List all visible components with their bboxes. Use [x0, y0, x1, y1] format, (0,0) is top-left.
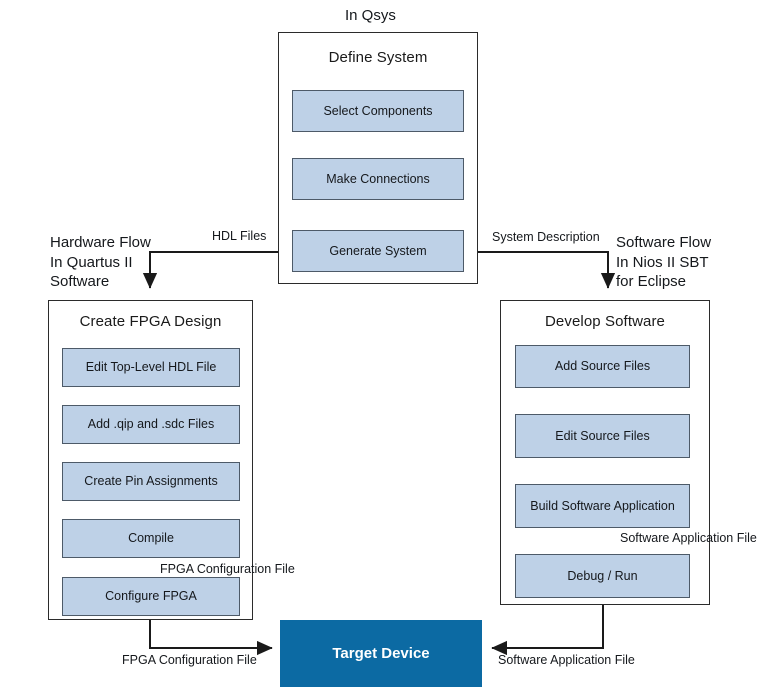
arrow-hdl-files [142, 251, 278, 289]
software-app-file-bottom-label: Software Application File [498, 653, 635, 667]
arrow-system-description [478, 251, 616, 289]
hardware-flow-label: Hardware Flow In Quartus II Software [50, 234, 151, 290]
step-edit-source-files[interactable]: Edit Source Files [515, 414, 690, 458]
step-make-connections[interactable]: Make Connections [292, 158, 464, 200]
software-flow-label: Software Flow In Nios II SBT for Eclipse [616, 234, 712, 290]
group-develop-software-title: Develop Software [545, 313, 665, 330]
step-compile[interactable]: Compile [62, 519, 240, 558]
group-define-system-title: Define System [328, 49, 428, 66]
step-debug-run[interactable]: Debug / Run [515, 554, 690, 598]
step-configure-fpga[interactable]: Configure FPGA [62, 577, 240, 616]
step-add-qip-and-sdc-files[interactable]: Add .qip and .sdc Files [62, 405, 240, 444]
arrow-debug-to-target [491, 600, 604, 656]
target-device-box[interactable]: Target Device [280, 620, 482, 687]
fpga-config-file-bottom-label: FPGA Configuration File [122, 653, 257, 667]
system-description-label: System Description [492, 230, 600, 244]
fpga-config-file-mid-label: FPGA Configuration File [160, 562, 295, 576]
step-add-source-files[interactable]: Add Source Files [515, 345, 690, 388]
step-create-pin-assignments[interactable]: Create Pin Assignments [62, 462, 240, 501]
group-create-fpga-design-title: Create FPGA Design [79, 313, 222, 330]
step-build-software-application[interactable]: Build Software Application [515, 484, 690, 528]
step-generate-system[interactable]: Generate System [292, 230, 464, 272]
in-qsys-label: In Qsys [345, 7, 396, 24]
software-app-file-mid-label: Software Application File [620, 531, 757, 545]
hdl-files-label: HDL Files [212, 229, 267, 243]
step-edit-top-level-hdl-file[interactable]: Edit Top-Level HDL File [62, 348, 240, 387]
step-select-components[interactable]: Select Components [292, 90, 464, 132]
